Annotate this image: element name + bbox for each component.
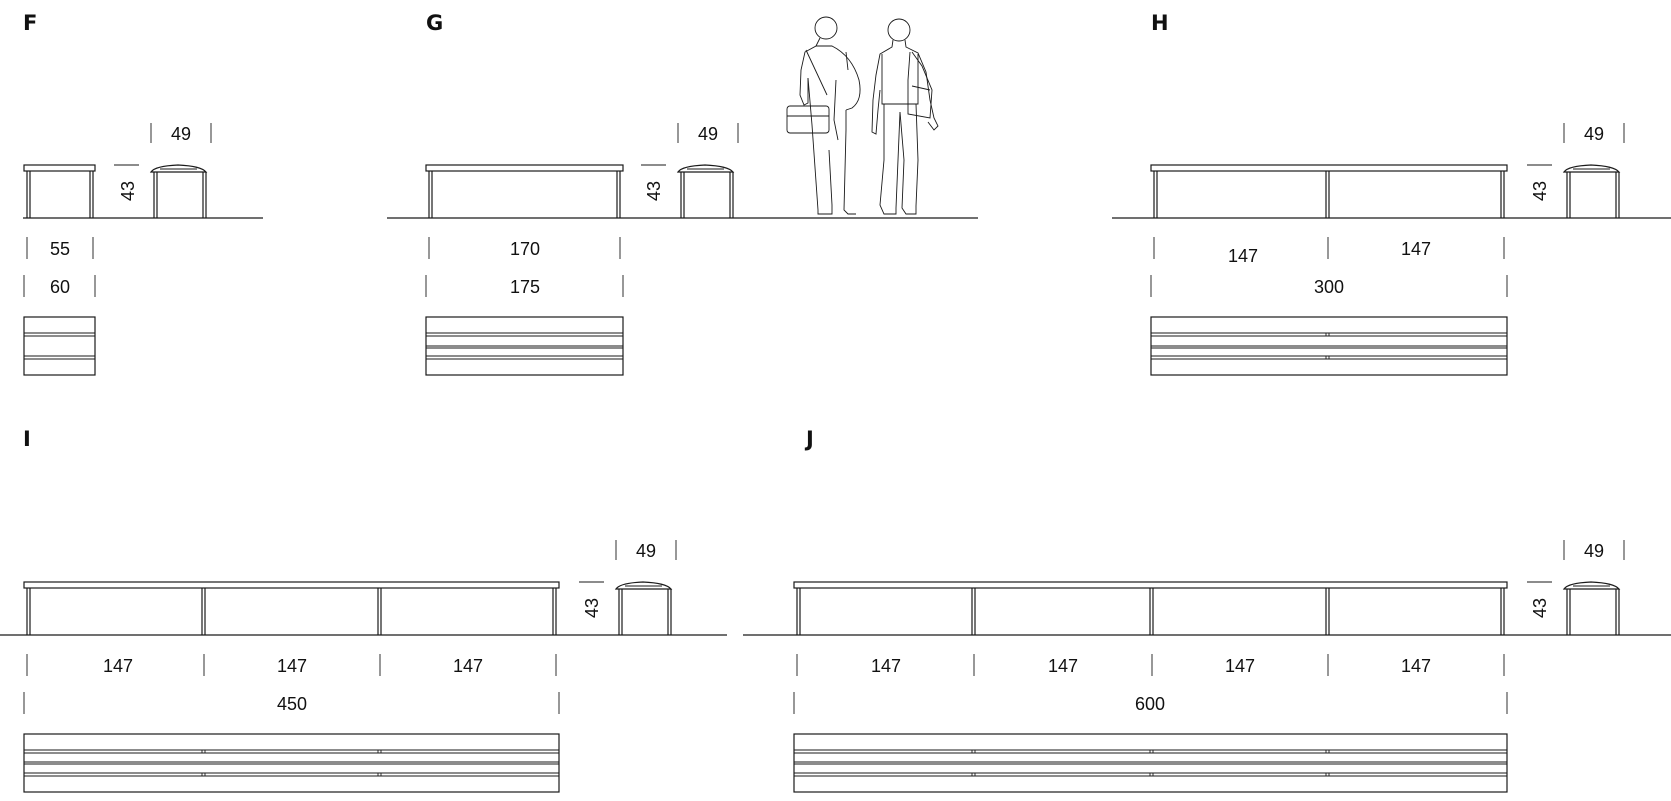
- overall-dimension: 300: [1150, 275, 1508, 297]
- overall-length-value: 450: [277, 694, 307, 714]
- height-value: 43: [644, 181, 664, 201]
- bench-front-view: [425, 164, 624, 218]
- bench-side-view: [1562, 581, 1621, 635]
- depth-value: 49: [171, 124, 191, 144]
- bench-front-view: [1150, 164, 1508, 218]
- height-value: 43: [1530, 598, 1550, 618]
- overall-dimension: 175: [425, 275, 624, 297]
- inner-length-value: 147: [1225, 656, 1255, 676]
- overall-dimension: 450: [23, 692, 560, 714]
- section-letter: H: [1151, 11, 1169, 35]
- bench-front-view: [23, 581, 560, 635]
- inner-dimension: 147 147 147: [26, 654, 557, 676]
- section-letter: I: [23, 427, 31, 451]
- inner-length-value: 147: [1401, 656, 1431, 676]
- section-h: H 49 43 147 147 300: [1112, 11, 1671, 376]
- height-dimension: 43: [641, 164, 666, 201]
- depth-dimension: 49: [1563, 123, 1625, 144]
- section-g: G 49 43 170 175: [387, 11, 978, 376]
- depth-dimension: 49: [150, 123, 212, 144]
- inner-dimension: 147 147: [1153, 237, 1505, 266]
- bench-front-view: [23, 164, 96, 218]
- inner-dimension: 55: [26, 237, 94, 259]
- overall-length-value: 175: [510, 277, 540, 297]
- inner-length-value: 170: [510, 239, 540, 259]
- bench-side-view: [614, 581, 673, 635]
- inner-length-value: 147: [1401, 239, 1431, 259]
- depth-value: 49: [636, 541, 656, 561]
- depth-value: 49: [1584, 541, 1604, 561]
- inner-length-value: 147: [453, 656, 483, 676]
- inner-length-value: 147: [277, 656, 307, 676]
- height-value: 43: [582, 598, 602, 618]
- height-value: 43: [118, 181, 138, 201]
- bench-top-view: [23, 733, 560, 793]
- bench-front-view: [793, 581, 1508, 635]
- height-value: 43: [1530, 181, 1550, 201]
- inner-length-value: 55: [50, 239, 70, 259]
- depth-dimension: 49: [1563, 540, 1625, 561]
- height-dimension: 43: [114, 164, 139, 201]
- inner-length-value: 147: [103, 656, 133, 676]
- depth-dimension: 49: [677, 123, 739, 144]
- bench-side-view: [676, 164, 735, 218]
- section-letter: G: [426, 11, 443, 35]
- height-dimension: 43: [1527, 581, 1552, 618]
- overall-dimension: 600: [793, 692, 1508, 714]
- inner-length-value: 147: [1228, 246, 1258, 266]
- inner-dimension: 170: [428, 237, 621, 259]
- bench-top-view: [425, 316, 624, 376]
- inner-length-value: 147: [871, 656, 901, 676]
- section-f: F 49 43 55 60: [23, 11, 263, 376]
- bench-side-view: [149, 164, 208, 218]
- inner-length-value: 147: [1048, 656, 1078, 676]
- overall-length-value: 60: [50, 277, 70, 297]
- section-letter: J: [804, 427, 814, 451]
- height-dimension: 43: [1527, 164, 1552, 201]
- bench-top-view: [1150, 316, 1508, 376]
- human-figures-icon: [786, 16, 939, 215]
- height-dimension: 43: [579, 581, 604, 618]
- bench-top-view: [23, 316, 96, 376]
- section-i: I 49 43 147 147 147: [0, 427, 727, 793]
- section-letter: F: [23, 11, 37, 35]
- overall-length-value: 300: [1314, 277, 1344, 297]
- bench-side-view: [1562, 164, 1621, 218]
- depth-value: 49: [1584, 124, 1604, 144]
- overall-dimension: 60: [23, 275, 96, 297]
- bench-top-view: [793, 733, 1508, 793]
- overall-length-value: 600: [1135, 694, 1165, 714]
- depth-value: 49: [698, 124, 718, 144]
- inner-dimension: 147 147 147 147: [796, 654, 1505, 676]
- depth-dimension: 49: [615, 540, 677, 561]
- section-j: J 49 43 147 147: [743, 427, 1671, 793]
